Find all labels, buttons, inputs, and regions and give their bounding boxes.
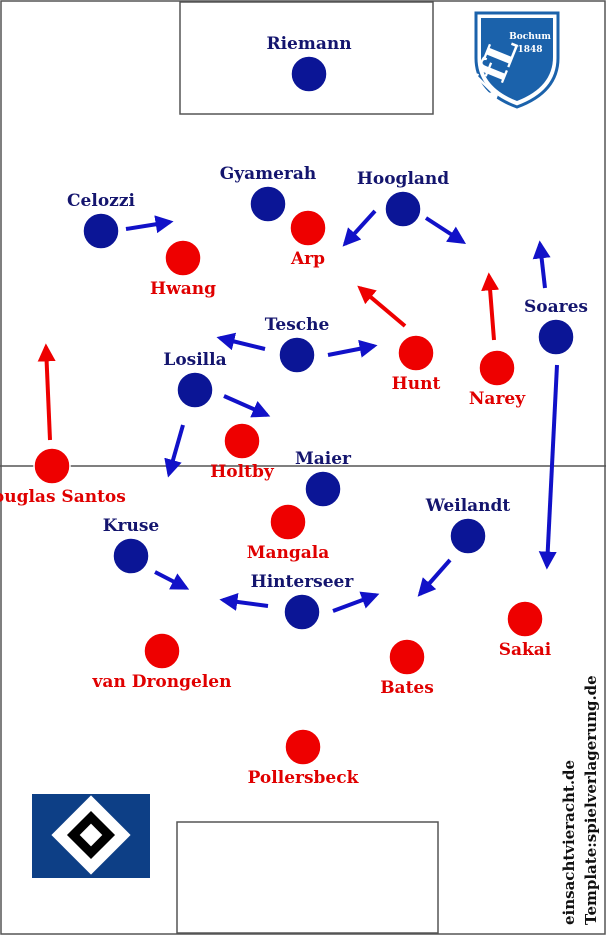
hsv-player-label: Bates	[380, 678, 434, 698]
bochum-player-weilandt	[449, 517, 487, 555]
arrow-soares-up	[532, 240, 551, 289]
penalty-box-top	[179, 1, 434, 115]
hsv-player-sakai	[506, 600, 544, 638]
vfl-crest-text-line2: 1848	[517, 45, 542, 55]
movement-arrows	[37, 209, 559, 613]
bochum-player-label: Kruse	[103, 516, 160, 536]
bochum-player-gyamerah	[249, 185, 287, 223]
bochum-player-label: Weilandt	[425, 496, 511, 516]
bochum-player-label: Tesche	[265, 315, 330, 335]
hsv-badge	[32, 794, 150, 878]
arrow-hoogland-right	[424, 216, 467, 244]
bochum-player-label: Maier	[295, 449, 352, 469]
hsv-player-mangala	[269, 503, 307, 541]
arrow-hunt	[357, 285, 407, 328]
bochum-player-losilla	[176, 371, 214, 409]
bochum-player-label: Gyamerah	[220, 164, 317, 184]
hsv-player-hunt	[397, 334, 435, 372]
bochum-player-label: Soares	[524, 297, 588, 317]
bochum-player-label: Riemann	[266, 34, 351, 54]
credit-template: Template:spielverlagerung.de	[582, 675, 600, 925]
bochum-player-maier	[304, 470, 342, 508]
arrow-soares-down	[538, 364, 559, 570]
hsv-player-hwang	[164, 239, 202, 277]
bochum-player-kruse	[112, 537, 150, 575]
hsv-player-label: Mangala	[247, 543, 330, 563]
hsv-player-van-drongelen	[143, 632, 181, 670]
arrow-narey	[481, 272, 500, 341]
arrow-celozzi	[125, 215, 174, 234]
bochum-player-label: Celozzi	[67, 191, 135, 211]
vfl-crest-text-line1: Bochum	[509, 32, 551, 42]
arrow-hinterseer-left	[219, 592, 269, 611]
bochum-player-celozzi	[82, 212, 120, 250]
bochum-player-tesche	[278, 336, 316, 374]
arrow-tesche-left	[216, 332, 266, 351]
arrow-tesche-right	[327, 339, 378, 358]
hsv-player-label: Hwang	[150, 279, 216, 299]
bochum-player-label: Hoogland	[357, 169, 449, 189]
hsv-diamond-center	[79, 823, 103, 847]
arrow-weilandt	[417, 558, 452, 597]
bochum-player-hinterseer	[283, 593, 321, 631]
hsv-player-label: Pollersbeck	[248, 768, 360, 788]
hsv-player-label: Holtby	[210, 462, 275, 482]
vfl-crest-inner	[481, 18, 553, 101]
penalty-box-bottom	[176, 821, 439, 934]
hsv-player-pollersbeck	[284, 728, 322, 766]
hsv-players: ArpHwangHuntNareyHoltbyDouglas SantosMan…	[0, 209, 552, 788]
arrow-losilla-right	[223, 394, 271, 418]
hsv-player-arp	[289, 209, 327, 247]
arrow-hinterseer-right	[332, 591, 380, 613]
hsv-player-label: van Drongelen	[92, 672, 232, 692]
hsv-player-holtby	[223, 422, 261, 460]
hsv-player-label: Narey	[469, 389, 526, 409]
bochum-player-soares	[537, 318, 575, 356]
hsv-player-narey	[478, 349, 516, 387]
hsv-player-douglas-santos	[33, 447, 71, 485]
hsv-player-label: Arp	[290, 249, 325, 269]
hsv-player-label: Douglas Santos	[0, 487, 126, 507]
arrow-douglas-santos	[37, 343, 56, 441]
hsv-player-bates	[388, 638, 426, 676]
bochum-player-riemann	[290, 55, 328, 93]
bochum-player-label: Hinterseer	[251, 572, 355, 592]
credit-einsachtvieracht: einsachtvieracht.de	[560, 760, 578, 925]
bochum-player-hoogland	[384, 190, 422, 228]
arrow-kruse	[154, 570, 190, 590]
vfl-bochum-crest: Bochum 1848 VfL	[458, 11, 560, 116]
arrow-losilla-down	[164, 424, 185, 478]
hsv-player-label: Sakai	[499, 640, 552, 660]
hsv-player-label: Hunt	[392, 374, 441, 394]
bochum-player-label: Losilla	[163, 350, 226, 370]
arrow-hoogland-left	[342, 209, 377, 247]
